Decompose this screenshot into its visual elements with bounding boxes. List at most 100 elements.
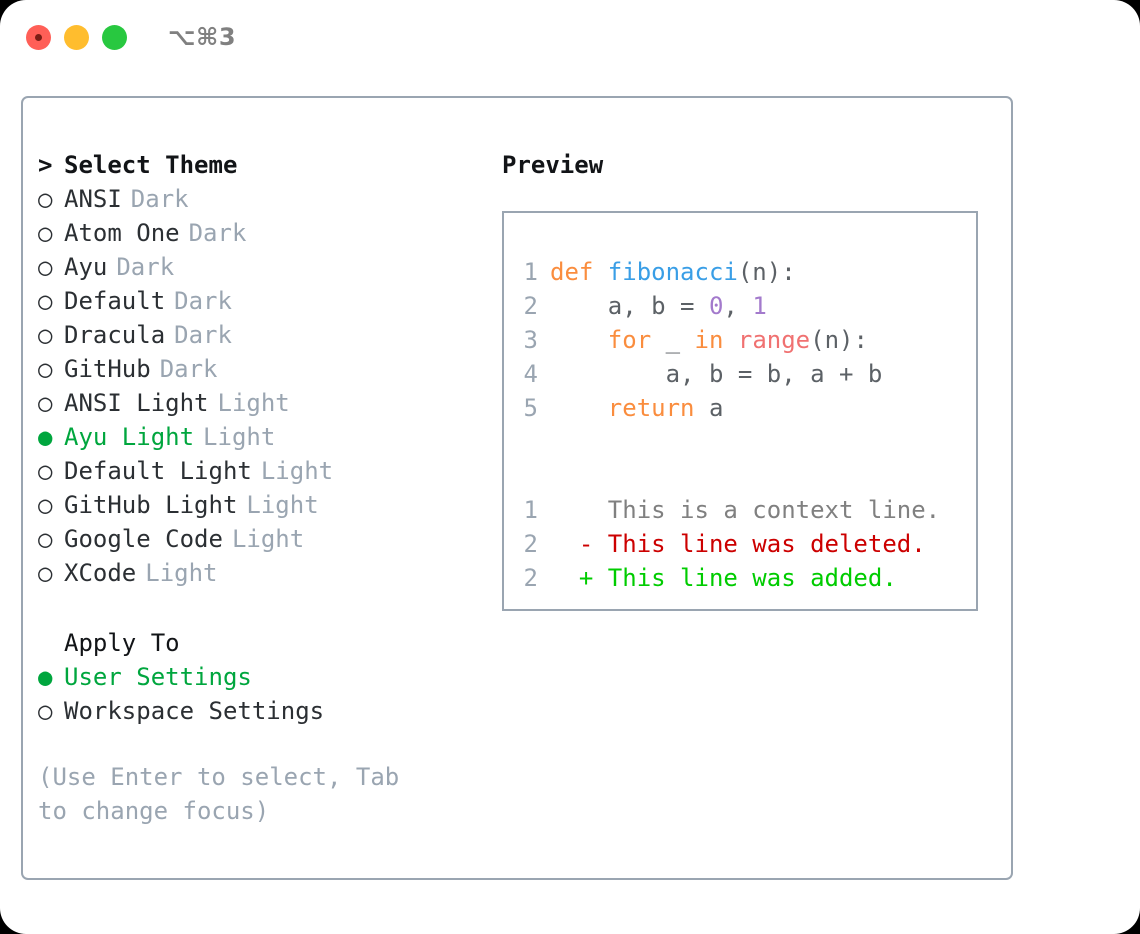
diff-line-text: This is a context line.	[550, 496, 941, 524]
code-token: ,	[723, 292, 753, 320]
theme-variant-badge: Light	[260, 457, 334, 485]
code-line-text: a, b = 0, 1	[550, 289, 767, 323]
diff-line-text: - This line was deleted.	[550, 530, 926, 558]
theme-option-ayu-light[interactable]: ● Ayu Light Light	[38, 420, 478, 454]
code-token	[550, 394, 608, 422]
theme-option-atom-one[interactable]: ○ Atom One Dark	[38, 216, 478, 250]
code-line: 4 a, b = b, a + b	[504, 357, 976, 391]
radio-selected-icon[interactable]: ●	[38, 423, 53, 451]
theme-variant-badge: Dark	[159, 355, 218, 383]
apply-to-heading: Apply To	[38, 626, 478, 660]
code-line-text: for _ in range(n):	[550, 323, 868, 357]
apply-to-option-workspace-settings[interactable]: ○ Workspace Settings	[38, 694, 478, 728]
line-number: 1	[523, 258, 538, 286]
code-line-text: a, b = b, a + b	[550, 357, 883, 391]
radio-unselected-icon[interactable]: ○	[38, 355, 53, 383]
theme-option-label: GitHub	[64, 355, 151, 383]
spacer	[504, 425, 976, 459]
theme-option-ayu[interactable]: ○ Ayu Dark	[38, 250, 478, 284]
theme-option-ansi-light[interactable]: ○ ANSI Light Light	[38, 386, 478, 420]
radio-unselected-icon[interactable]: ○	[38, 697, 53, 725]
window-controls	[26, 25, 127, 50]
code-token	[550, 326, 608, 354]
code-token: (n):	[810, 326, 868, 354]
theme-variant-badge: Light	[145, 559, 218, 587]
line-number: 1	[523, 496, 538, 524]
code-line: 3 for _ in range(n):	[504, 323, 976, 357]
radio-unselected-icon[interactable]: ○	[38, 559, 53, 587]
line-number: 5	[523, 394, 538, 422]
title-bar: ⌥⌘3	[0, 0, 1140, 78]
theme-option-label: Default	[64, 287, 166, 315]
code-token: in	[694, 326, 724, 354]
code-token: 0	[708, 292, 724, 320]
line-number: 3	[523, 326, 538, 354]
line-number: 2	[523, 564, 538, 592]
zoom-button[interactable]	[102, 25, 127, 50]
theme-option-label: GitHub Light	[64, 491, 238, 519]
theme-option-label: Ayu Light	[64, 423, 195, 451]
keyboard-hint: (Use Enter to select, Tab to change focu…	[38, 763, 400, 825]
radio-unselected-icon[interactable]: ○	[38, 389, 53, 417]
code-token: fibonacci	[607, 258, 738, 286]
spacer	[504, 459, 976, 493]
theme-option-dracula[interactable]: ○ Dracula Dark	[38, 318, 478, 352]
code-line: 2 a, b = 0, 1	[504, 289, 976, 323]
line-number: 2	[523, 292, 538, 320]
diff-line: 2 + This line was added.	[504, 561, 976, 595]
close-button[interactable]	[26, 25, 51, 50]
radio-unselected-icon[interactable]: ○	[38, 219, 53, 247]
theme-option-label: Atom One	[64, 219, 180, 247]
radio-unselected-icon[interactable]: ○	[38, 185, 53, 213]
theme-option-xcode[interactable]: ○ XCode Light	[38, 556, 478, 590]
apply-to-option-label: User Settings	[64, 663, 252, 691]
radio-unselected-icon[interactable]: ○	[38, 491, 53, 519]
diff-line: 1 This is a context line.	[504, 493, 976, 527]
theme-option-label: XCode	[64, 559, 137, 587]
theme-option-default-light[interactable]: ○ Default Light Light	[38, 454, 478, 488]
chevron-right-icon: >	[38, 151, 53, 179]
radio-unselected-icon[interactable]: ○	[38, 253, 53, 281]
radio-unselected-icon[interactable]: ○	[38, 525, 53, 553]
theme-option-label: Default Light	[64, 457, 252, 485]
radio-selected-icon[interactable]: ●	[38, 663, 53, 691]
code-line-text: return a	[550, 391, 724, 425]
code-token: a, b = b, a + b	[550, 360, 883, 388]
theme-option-label: Dracula	[64, 321, 166, 349]
radio-unselected-icon[interactable]: ○	[38, 287, 53, 315]
code-token: range	[737, 326, 811, 354]
theme-variant-badge: Dark	[116, 253, 175, 281]
apply-to-option-user-settings[interactable]: ● User Settings	[38, 660, 478, 694]
apply-to-option-label: Workspace Settings	[64, 697, 325, 725]
theme-variant-badge: Dark	[188, 219, 247, 247]
spacer-icon	[38, 626, 64, 660]
theme-variant-badge: Light	[231, 525, 305, 553]
theme-list-heading: >Select Theme	[38, 148, 478, 182]
theme-variant-badge: Light	[203, 423, 276, 451]
radio-unselected-icon[interactable]: ○	[38, 321, 53, 349]
theme-option-github[interactable]: ○ GitHub Dark	[38, 352, 478, 386]
radio-unselected-icon[interactable]: ○	[38, 457, 53, 485]
theme-variant-badge: Light	[217, 389, 290, 417]
minimize-button[interactable]	[64, 25, 89, 50]
preview-title: Preview	[502, 151, 604, 179]
apply-to-heading-label: Apply To	[64, 629, 180, 657]
line-number: 2	[523, 530, 538, 558]
theme-variant-badge: Dark	[174, 321, 232, 349]
line-number: 4	[523, 360, 538, 388]
theme-option-label: ANSI Light	[64, 389, 209, 417]
diff-line-text: + This line was added.	[550, 564, 897, 592]
code-token: return	[607, 394, 695, 422]
code-token: a, b =	[550, 292, 709, 320]
theme-option-label: Ayu	[64, 253, 108, 281]
